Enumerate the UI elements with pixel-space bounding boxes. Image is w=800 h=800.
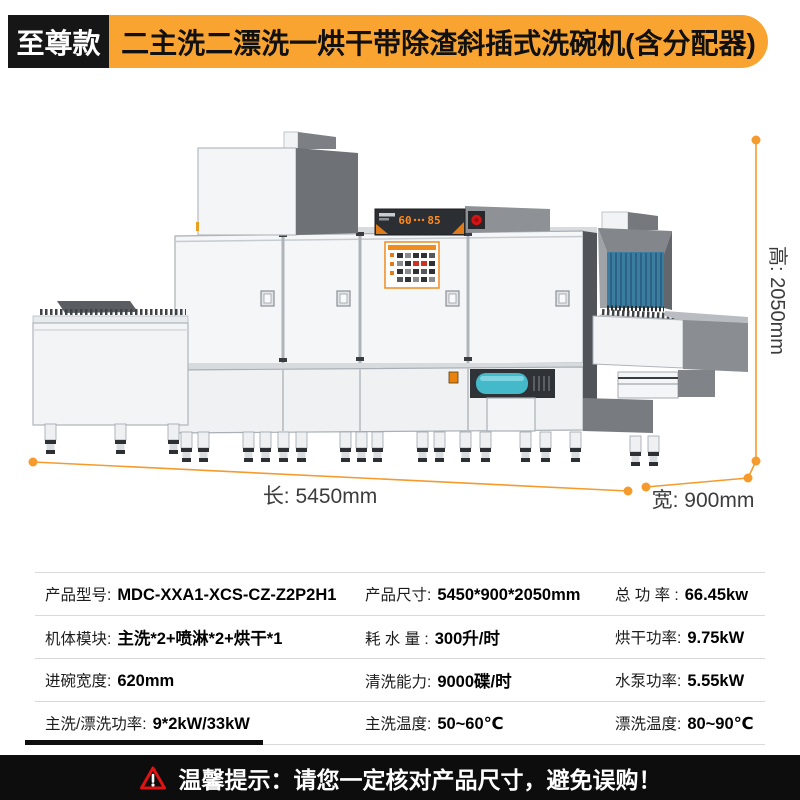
- spec-label: 主洗/漂洗功率:: [45, 716, 147, 733]
- exit-base: [583, 398, 653, 433]
- instruction-sticker: [384, 241, 440, 289]
- warning-icon: [139, 766, 166, 789]
- spec-label: 产品尺寸:: [365, 587, 432, 604]
- spec-value: 主洗*2+喷淋*2+烘干*1: [117, 630, 283, 648]
- spec-cell-model: 产品型号: MDC-XXA1-XCS-CZ-Z2P2H1: [35, 583, 365, 605]
- exit-drawer: [617, 371, 679, 399]
- power-switch: [448, 371, 459, 384]
- spec-label: 烘干功率:: [615, 630, 682, 647]
- spec-cell-rinse-temp: 漂洗温度: 80~90℃: [615, 712, 755, 734]
- spec-label: 漂洗温度:: [615, 716, 682, 733]
- body-junction-band: [175, 363, 583, 370]
- spec-cell-modules: 机体模块: 主洗*2+喷淋*2+烘干*1: [35, 625, 365, 649]
- spec-value: 5.55kW: [687, 672, 745, 690]
- spec-value: 9000碟/时: [437, 673, 512, 691]
- infeed-table: [32, 301, 189, 426]
- spec-value: 80~90℃: [687, 715, 754, 733]
- spec-label: 总 功 率 :: [615, 587, 679, 604]
- length-dimension-label: 长: 5450mm: [263, 485, 377, 508]
- dimension-length-line: [32, 461, 629, 492]
- table-row: 进碗宽度: 620mm 清洗能力: 9000碟/时 水泵功率: 5.55kW: [35, 659, 765, 702]
- spec-label: 机体模块:: [45, 631, 112, 648]
- height-dimension-label: 高: 2050mm: [766, 246, 789, 355]
- spec-value: 300升/时: [434, 630, 500, 648]
- spec-cell-wash-temp: 主洗温度: 50~60℃: [365, 712, 615, 734]
- led-display: 60 85: [398, 214, 440, 227]
- wash-hood: [196, 131, 358, 236]
- spec-value: 5450*900*2050mm: [437, 586, 581, 604]
- title-banner: 二主洗二漂洗一烘干带除渣斜插式洗碗机(含分配器): [109, 15, 768, 68]
- spec-label: 耗 水 量 :: [365, 631, 429, 648]
- spec-cell-water-usage: 耗 水 量 : 300升/时: [365, 625, 615, 649]
- dryer-exit-section: [583, 211, 748, 433]
- debris-removal-unit: [448, 369, 555, 432]
- header: 至尊款 二主洗二漂洗一烘干带除渣斜插式洗碗机(含分配器): [8, 15, 768, 68]
- dimension-width-line: [645, 477, 749, 488]
- vent-slats: [533, 376, 550, 391]
- spec-value: 620mm: [117, 672, 175, 690]
- body-end-column: [583, 231, 597, 430]
- door-handle-icon: [260, 290, 570, 307]
- table-row: 主洗/漂洗功率: 9*2kW/33kW 主洗温度: 50~60℃ 漂洗温度: 8…: [35, 702, 765, 745]
- spec-cell-drying-power: 烘干功率: 9.75kW: [615, 626, 755, 648]
- page-title: 二主洗二漂洗一烘干带除渣斜插式洗碗机(含分配器): [121, 27, 756, 59]
- spec-label: 产品型号:: [45, 587, 112, 604]
- footer-notice-bar: 温馨提示：请您一定核对产品尺寸，避免误购！: [0, 755, 800, 800]
- outfeed-table: [683, 320, 748, 372]
- footer-notice-text: 温馨提示：请您一定核对产品尺寸，避免误购！: [178, 766, 662, 793]
- spec-label: 主洗温度:: [365, 716, 432, 733]
- table-row: 产品型号: MDC-XXA1-XCS-CZ-Z2P2H1 产品尺寸: 5450*…: [35, 573, 765, 616]
- model-tier-badge: 至尊款: [8, 15, 109, 68]
- spec-value: 9*2kW/33kW: [152, 715, 250, 733]
- dimension-lines: [32, 140, 757, 492]
- main-wash-body: [174, 230, 584, 367]
- spec-cell-inlet-width: 进碗宽度: 620mm: [35, 669, 365, 691]
- control-panel: 60 85: [374, 206, 550, 236]
- spec-cell-total-power: 总 功 率 : 66.45kw: [615, 583, 755, 605]
- spec-value: 9.75kW: [687, 629, 745, 647]
- dimension-dots: [28, 135, 761, 496]
- svg-text:60: 60: [398, 214, 411, 227]
- spec-cell-pump-power: 水泵功率: 5.55kW: [615, 669, 755, 691]
- svg-text:85: 85: [427, 214, 440, 227]
- spec-label: 清洗能力:: [365, 674, 432, 691]
- spec-table: 产品型号: MDC-XXA1-XCS-CZ-Z2P2H1 产品尺寸: 5450*…: [35, 572, 765, 745]
- spec-cell-wash-power: 主洗/漂洗功率: 9*2kW/33kW: [35, 712, 365, 734]
- divider-bar: [25, 740, 263, 745]
- spec-value: 66.45kw: [684, 586, 749, 604]
- outfeed-front: [592, 315, 684, 369]
- width-dimension-label: 宽: 900mm: [652, 489, 755, 512]
- table-row: 机体模块: 主洗*2+喷淋*2+烘干*1 耗 水 量 : 300升/时 烘干功率…: [35, 616, 765, 659]
- spec-value: 50~60℃: [437, 715, 504, 733]
- spec-label: 进碗宽度:: [45, 673, 112, 690]
- spec-cell-capacity: 清洗能力: 9000碟/时: [365, 668, 615, 692]
- spec-value: MDC-XXA1-XCS-CZ-Z2P2H1: [117, 586, 337, 604]
- spec-label: 水泵功率:: [615, 673, 682, 690]
- emergency-stop-button: [468, 211, 485, 229]
- spec-cell-size: 产品尺寸: 5450*900*2050mm: [365, 583, 615, 605]
